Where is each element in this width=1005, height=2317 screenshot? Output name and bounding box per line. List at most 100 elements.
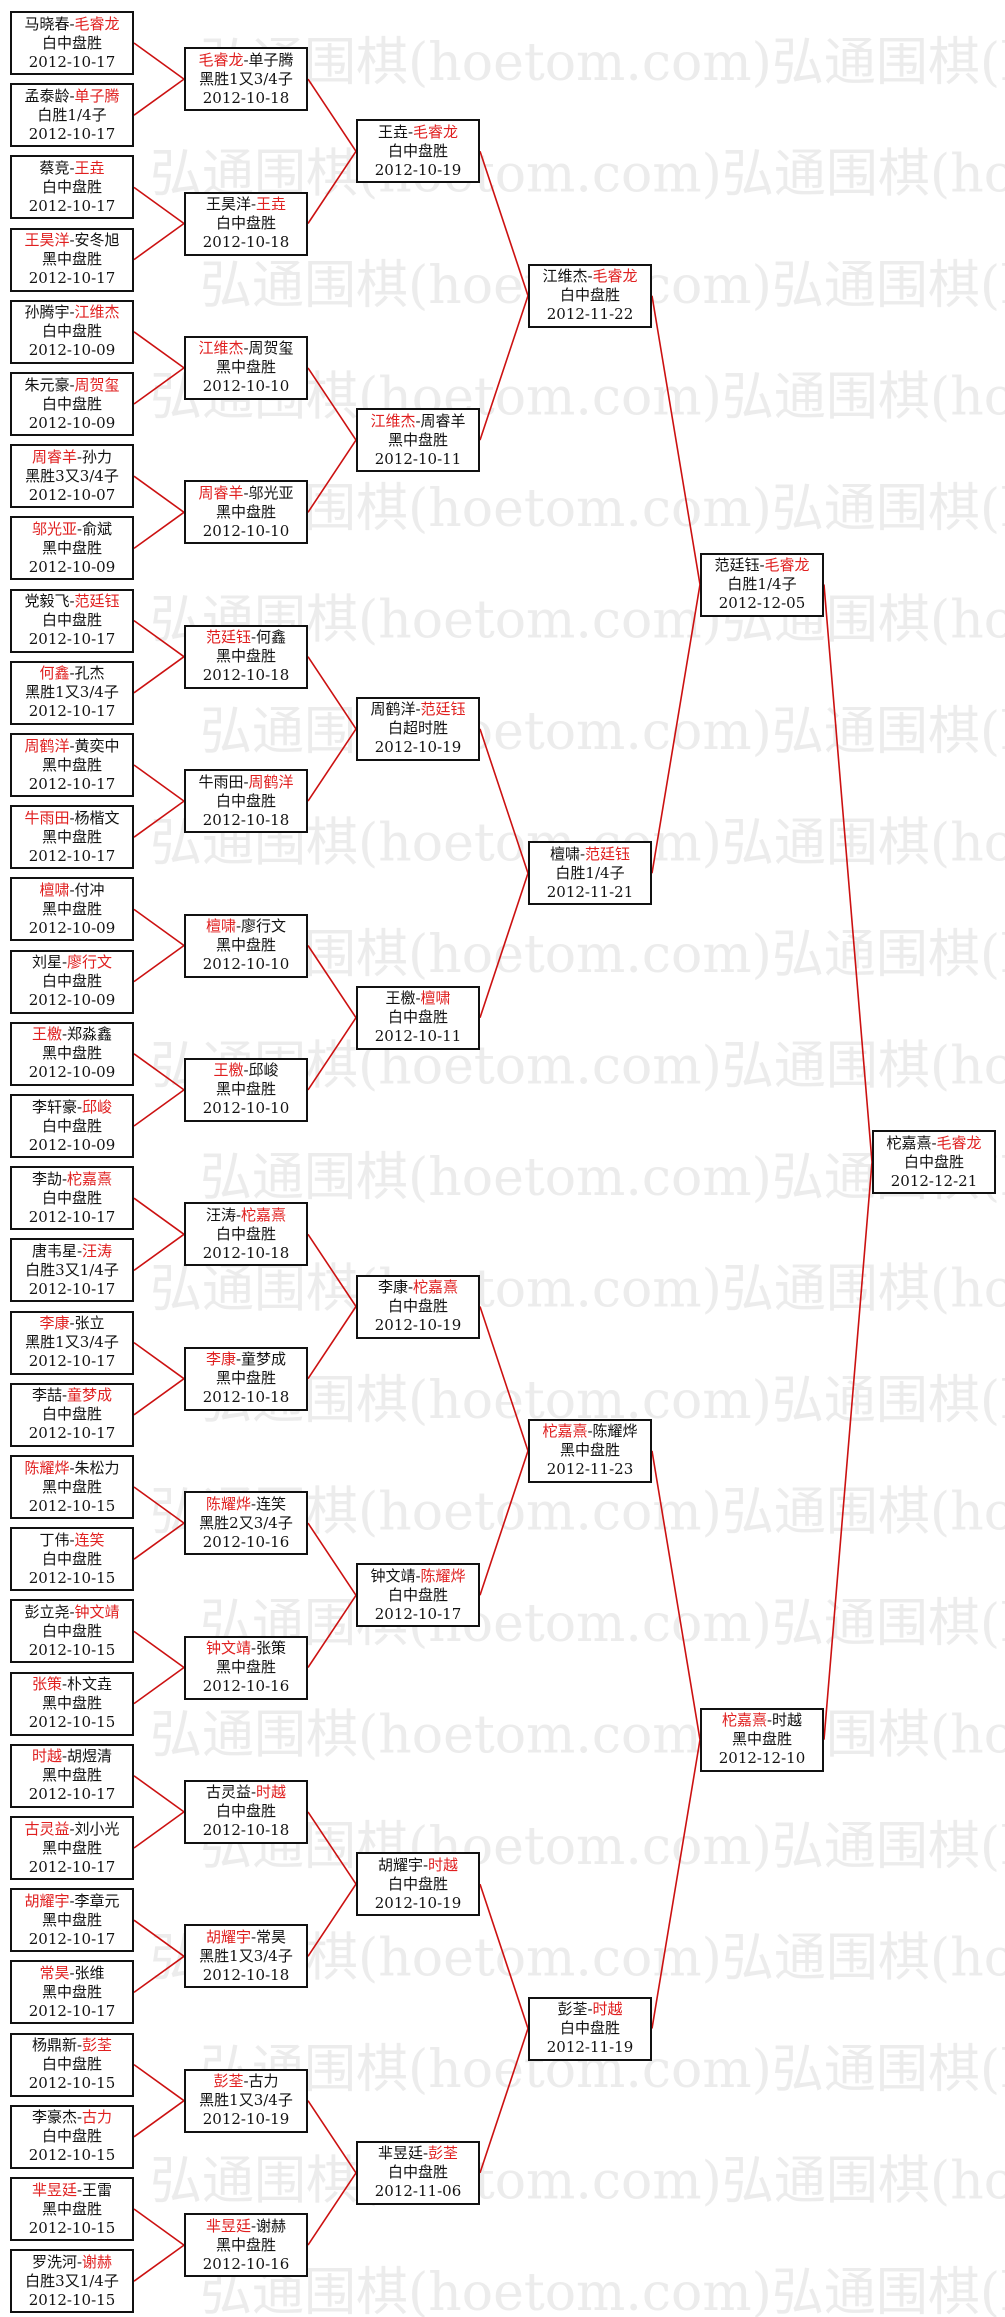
- player-black: 江维杰: [542, 267, 588, 286]
- match-result: 黑中盘胜: [41, 1982, 102, 2001]
- match-result: 黑胜1又3/4子: [25, 1333, 119, 1352]
- match-result: 黑胜3又3/4子: [25, 466, 119, 485]
- player-separator: -: [250, 1639, 257, 1657]
- player-black: 彭立尧: [24, 1602, 70, 1621]
- bracket-connector: [133, 1811, 185, 1849]
- match-date: 2012-12-10: [718, 1749, 806, 1768]
- player-white: 毛睿龙: [592, 267, 638, 286]
- bracket-connector: [307, 1811, 357, 1885]
- player-black: 牛雨田: [198, 772, 244, 791]
- match-date: 2012-12-21: [890, 1171, 978, 1190]
- match-players: 何鑫-孔杰: [39, 664, 104, 683]
- match-players: 胡耀宇-常昊: [206, 1928, 286, 1947]
- match-result: 黑中盘胜: [41, 1694, 102, 1713]
- player-black: 汪涛: [205, 1205, 236, 1224]
- bracket-connector: [133, 1666, 185, 1705]
- match-players: 毛睿龙-单子腾: [198, 51, 293, 70]
- bracket-connector: [133, 78, 185, 116]
- bracket-connector: [479, 295, 529, 441]
- player-black: 王昊洋: [24, 231, 70, 250]
- player-separator: -: [235, 917, 242, 935]
- match-players: 李喆-童梦成: [32, 1386, 112, 1405]
- match-result: 黑中盘胜: [41, 755, 102, 774]
- player-black: 芈昱廷: [31, 2180, 77, 2199]
- player-white: 古力: [82, 2108, 113, 2127]
- player-white: 彭荃: [82, 2036, 113, 2055]
- bracket-connector: [479, 2028, 529, 2174]
- player-separator: -: [61, 1025, 68, 1044]
- player-separator: -: [243, 483, 249, 502]
- bracket-connector: [307, 1883, 357, 1957]
- match-result: 白中盘胜: [41, 611, 102, 630]
- match-result: 黑中盘胜: [387, 430, 448, 449]
- match-result: 白中盘胜: [41, 1188, 102, 1207]
- bracket-connector: [133, 764, 185, 802]
- match-date: 2012-10-18: [202, 1388, 290, 1407]
- player-separator: -: [250, 628, 257, 647]
- match-players: 古灵益-刘小光: [24, 1820, 119, 1839]
- match-players: 柁嘉熹-陈耀烨: [542, 1422, 637, 1441]
- bracket-connector: [133, 1197, 185, 1235]
- player-black: 江维杰: [198, 339, 244, 358]
- player-black: 范廷钰: [205, 628, 251, 647]
- match-result: 白中盘胜: [387, 1297, 448, 1315]
- player-separator: -: [243, 1061, 249, 1080]
- match-date: 2012-10-17: [28, 1352, 116, 1371]
- player-white: 单子腾: [248, 50, 294, 69]
- bracket-connector: [133, 656, 185, 694]
- match-date: 2012-10-18: [202, 233, 290, 251]
- match-date: 2012-10-17: [28, 846, 116, 865]
- bracket-connector: [133, 908, 185, 947]
- bracket-connector: [133, 1522, 185, 1560]
- player-separator: -: [243, 339, 249, 358]
- match-players: 胡耀宇-李章元: [24, 1892, 119, 1911]
- player-white: 何鑫: [256, 628, 287, 647]
- player-black: 李康: [39, 1314, 70, 1333]
- player-separator: -: [69, 592, 75, 611]
- player-separator: -: [407, 122, 414, 141]
- match-players: 周鹤洋-范廷钰: [370, 700, 465, 719]
- player-black: 李康: [205, 1350, 236, 1369]
- match-players: 周鹤洋-黄奕中: [24, 737, 119, 756]
- player-black: 古灵益: [24, 1819, 70, 1838]
- player-white: 王垚: [74, 158, 105, 177]
- player-separator: -: [69, 1819, 75, 1838]
- player-white: 黄奕中: [74, 736, 120, 755]
- player-white: 童梦成: [67, 1386, 113, 1405]
- bracket-connector: [651, 584, 701, 874]
- player-separator: -: [69, 1458, 75, 1477]
- player-black: 陈耀烨: [24, 1458, 70, 1477]
- match-result: 黑胜1又3/4子: [25, 683, 119, 702]
- player-separator: -: [415, 411, 421, 430]
- player-white: 柁嘉熹: [67, 1169, 113, 1188]
- match-result: 黑胜1又3/4子: [199, 2091, 293, 2110]
- match-date: 2012-10-17: [28, 52, 116, 71]
- match-date: 2012-10-15: [28, 1496, 116, 1515]
- player-black: 王昊洋: [205, 195, 251, 213]
- player-white: 常昊: [256, 1927, 287, 1946]
- player-black: 江维杰: [370, 411, 416, 430]
- player-separator: -: [76, 519, 83, 538]
- watermark-text: 弘通围棋(hoetom.com)弘通围棋(hoetom.com): [200, 2263, 1005, 2317]
- player-white: 毛睿龙: [413, 122, 459, 141]
- player-white: 刘小光: [74, 1819, 120, 1838]
- match-players: 柁嘉熹-毛睿龙: [886, 1134, 981, 1153]
- match-result: 白中盘胜: [41, 1621, 102, 1640]
- player-black: 彭荃: [213, 2072, 244, 2091]
- match-date: 2012-10-17: [28, 774, 116, 793]
- player-white: 周贺玺: [248, 339, 294, 358]
